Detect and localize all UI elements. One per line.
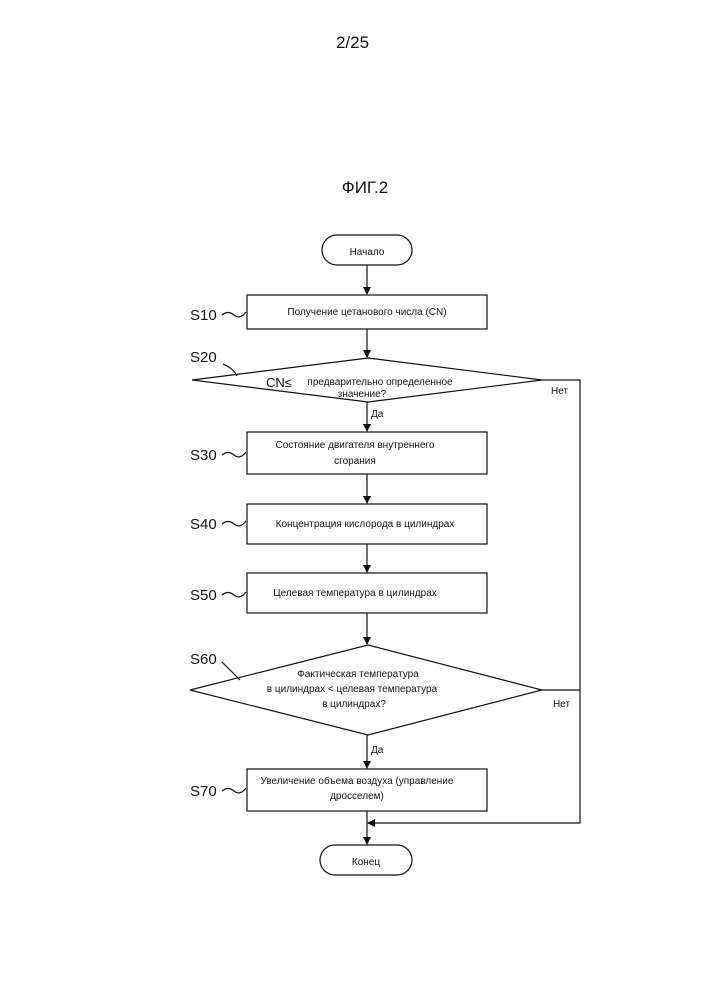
s50-leader bbox=[222, 592, 246, 597]
start-text: Начало bbox=[350, 247, 385, 258]
s10-label: S10 bbox=[190, 307, 217, 324]
s40-text: Концентрация кислорода в цилиндрах bbox=[276, 519, 455, 530]
s50-text: Целевая температура в цилиндрах bbox=[273, 588, 437, 599]
s20-text-line2: значение? bbox=[338, 389, 387, 400]
end-text: Конец bbox=[352, 857, 380, 868]
s30-text-line2: сгорания bbox=[334, 456, 376, 467]
s20-yes-label: Да bbox=[371, 409, 384, 420]
s70-leader bbox=[222, 788, 246, 793]
s20-no-label: Нет bbox=[551, 386, 568, 397]
s60-leader bbox=[222, 662, 240, 680]
s60-no-label: Нет bbox=[553, 699, 570, 710]
s60-yes-label: Да bbox=[371, 745, 384, 756]
s60-text-line1: Фактическая температура bbox=[297, 669, 419, 680]
s70-text-line2: дросселем) bbox=[330, 791, 384, 802]
s60-text-line3: в цилиндрах? bbox=[322, 699, 386, 710]
s20-prefix: CN≤ bbox=[266, 375, 292, 390]
no-path-s20 bbox=[542, 380, 580, 690]
s30-text-line1: Состояние двигателя внутреннего bbox=[275, 440, 434, 451]
s40-label: S40 bbox=[190, 516, 217, 533]
s50-label: S50 bbox=[190, 587, 217, 604]
s60-label: S60 bbox=[190, 651, 217, 668]
s70-text-line1: Увеличение объема воздуха (управление bbox=[261, 775, 454, 787]
s20-label: S20 bbox=[190, 349, 217, 366]
s60-text-line2: в цилиндрах < целевая температура bbox=[267, 684, 438, 695]
s30-label: S30 bbox=[190, 447, 217, 464]
s40-leader bbox=[222, 521, 246, 526]
s30-box bbox=[247, 432, 487, 474]
s20-text-line1: предварительно определенное bbox=[307, 377, 453, 388]
s10-leader bbox=[222, 312, 246, 317]
s10-text: Получение цетанового числа (CN) bbox=[287, 307, 446, 318]
s30-leader bbox=[222, 452, 246, 457]
no-return-path bbox=[368, 690, 580, 823]
s70-label: S70 bbox=[190, 783, 217, 800]
